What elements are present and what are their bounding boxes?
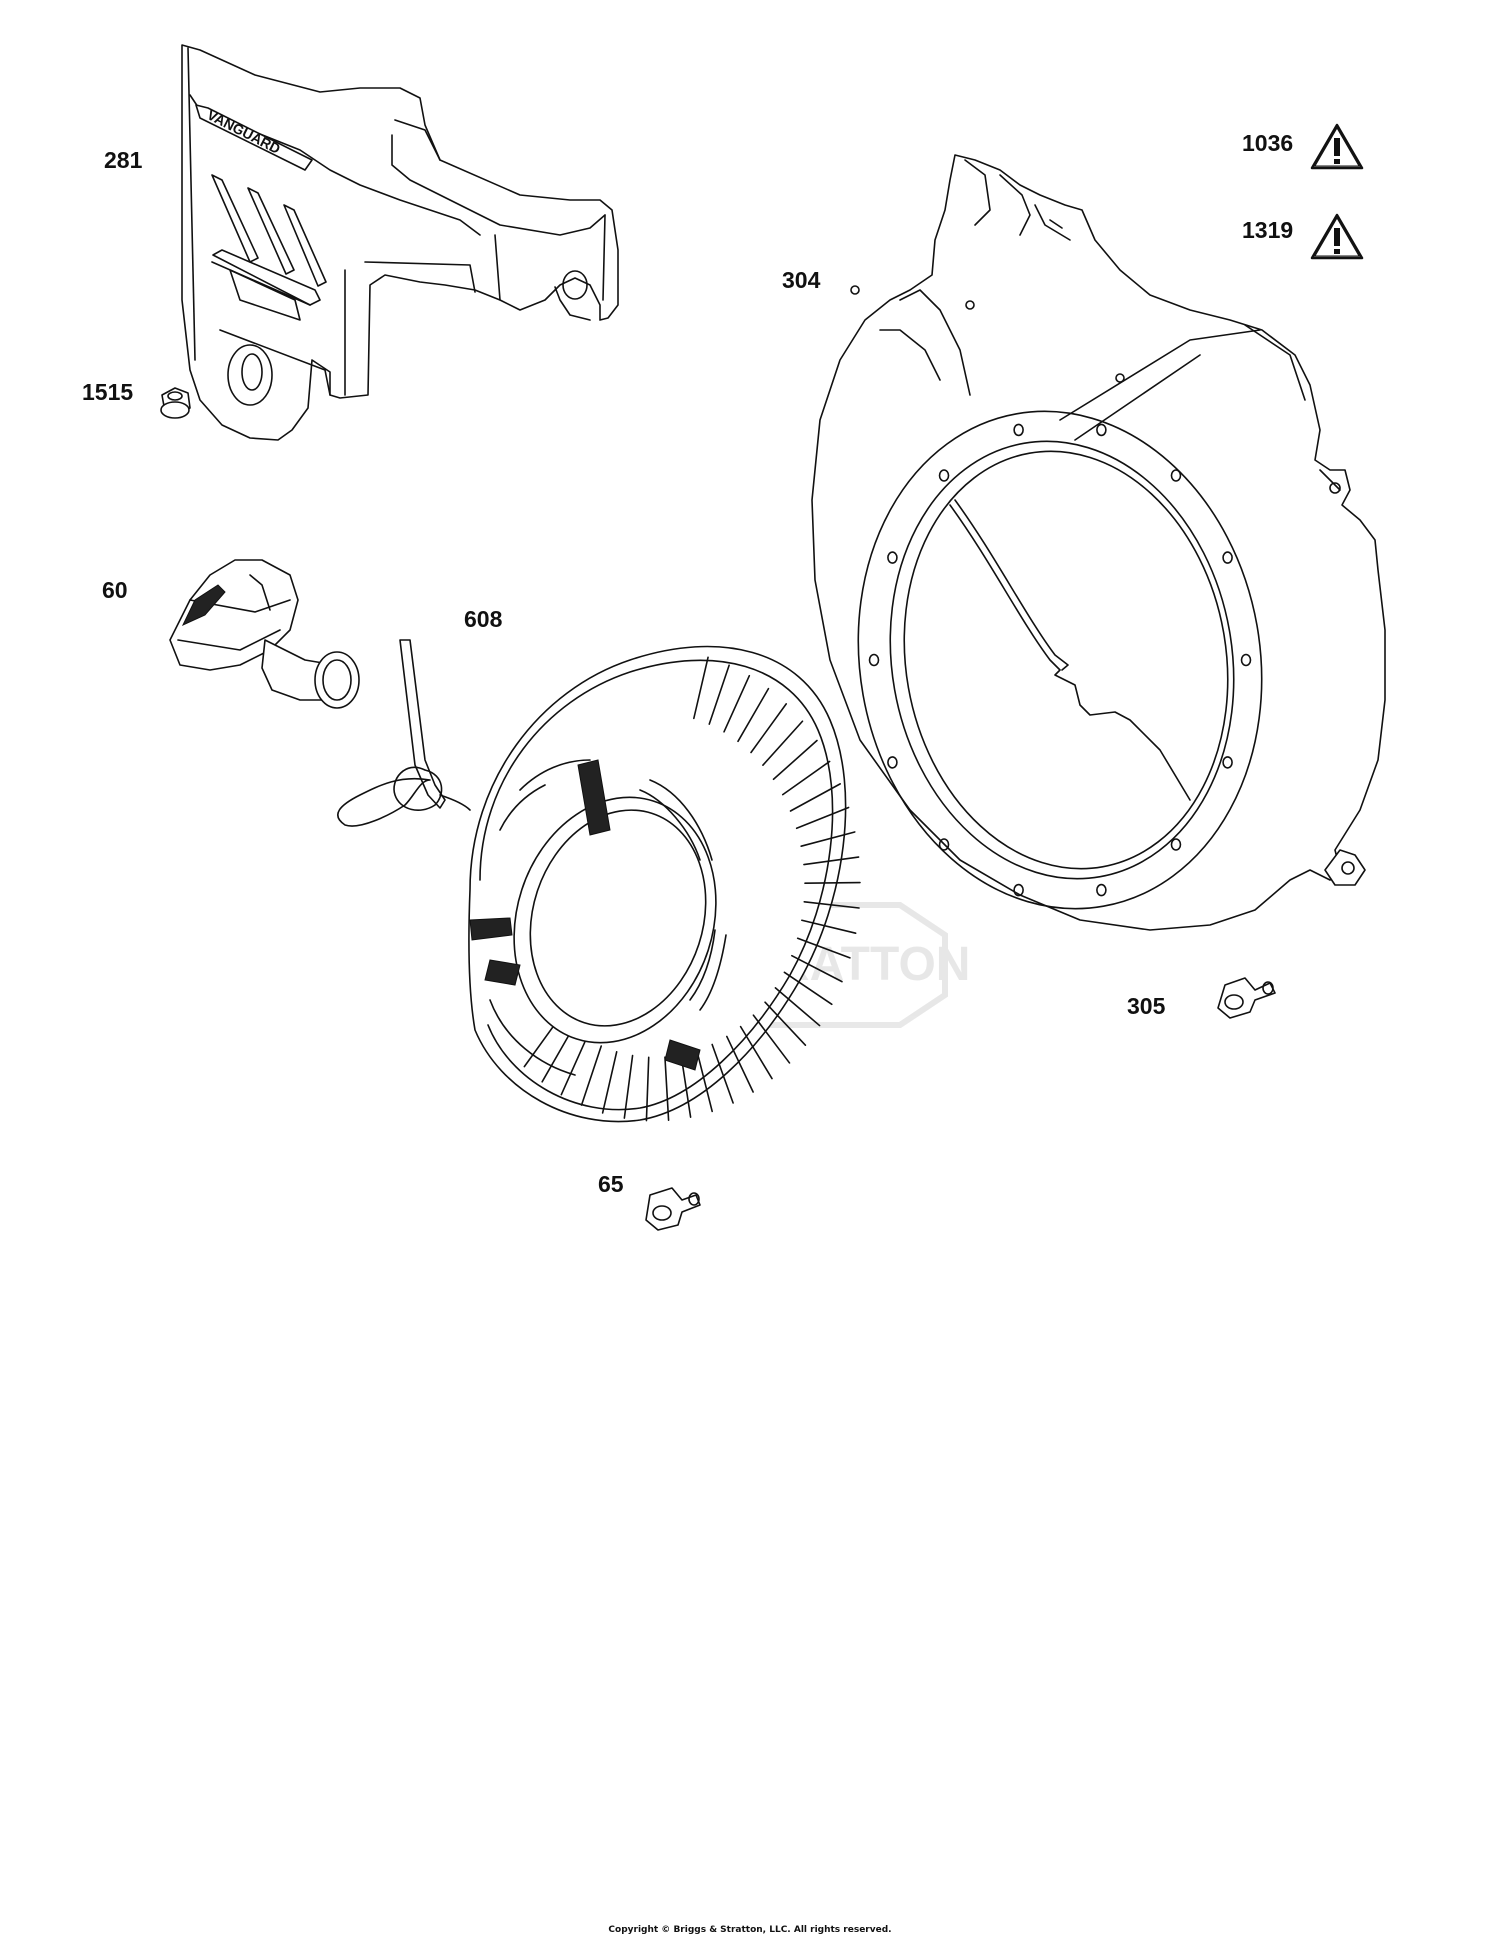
part-281-guard: VANGUARD <box>181 44 619 441</box>
part-1515-flange-nut <box>160 387 191 419</box>
vent-slot <box>737 687 770 743</box>
vent-slot <box>723 674 751 733</box>
vent-slot <box>801 919 857 935</box>
starter-vent-slots <box>523 656 861 1122</box>
vent-slot <box>789 783 841 812</box>
copyright-footer: Copyright © Briggs & Stratton, LLC. All … <box>608 1925 892 1935</box>
bolt-hole <box>1170 469 1182 482</box>
part-304-blower-housing <box>811 154 1386 931</box>
bolt-hole <box>1013 423 1024 437</box>
vent-slot <box>791 954 843 983</box>
vent-slot <box>803 856 860 866</box>
vent-slot <box>804 881 861 884</box>
part-label-1319: 1319 <box>1242 217 1294 243</box>
part-label-65: 65 <box>598 1171 624 1197</box>
part-label-304: 304 <box>782 267 821 293</box>
vent-slot <box>774 987 821 1027</box>
vent-slot <box>739 1025 773 1080</box>
part-label-1036: 1036 <box>1242 130 1294 156</box>
bolt-hole <box>1240 653 1252 667</box>
vent-slot <box>772 739 818 781</box>
housing-bolt-holes <box>868 423 1252 897</box>
bolt-hole <box>1096 883 1107 897</box>
vent-slot <box>783 971 833 1006</box>
starter-rope <box>337 639 471 827</box>
part-label-281: 281 <box>104 147 143 173</box>
vent-slot <box>726 1035 754 1093</box>
part-65-bolt <box>645 1187 701 1231</box>
vent-slot <box>752 1014 791 1064</box>
part-label-1515: 1515 <box>82 379 134 405</box>
vent-slot <box>803 901 860 909</box>
warning-triangle-icon <box>1310 213 1364 260</box>
part-label-305: 305 <box>1127 993 1166 1019</box>
part-label-608: 608 <box>464 606 503 632</box>
vent-slot <box>800 831 856 847</box>
bolt-hole <box>1013 883 1024 897</box>
vent-slot <box>541 1028 574 1083</box>
vent-slot <box>711 1043 734 1104</box>
bolt-hole <box>868 653 880 667</box>
vent-slot <box>795 806 850 830</box>
bolt-hole <box>1222 756 1233 769</box>
vent-slot <box>601 1050 618 1114</box>
vent-slot <box>623 1054 634 1119</box>
warning-triangle-icon <box>1310 123 1364 170</box>
bolt-hole <box>887 551 898 564</box>
vent-slot <box>560 1037 588 1096</box>
vent-slot <box>645 1056 650 1122</box>
bolt-hole <box>938 469 950 482</box>
bolt-hole <box>1222 551 1233 564</box>
part-305-bolt <box>1217 977 1276 1019</box>
part-608-recoil-starter <box>468 645 861 1123</box>
bolt-hole <box>938 838 950 851</box>
bolt-hole <box>1096 423 1107 437</box>
vent-slot <box>764 1001 807 1046</box>
vent-slot <box>796 937 851 959</box>
bolt-hole <box>887 756 898 769</box>
vent-slot <box>580 1045 603 1106</box>
vent-slot <box>693 656 709 720</box>
vent-slot <box>781 760 831 796</box>
bolt-hole <box>1170 838 1182 851</box>
vent-slot <box>708 664 730 725</box>
vent-slot <box>664 1056 670 1122</box>
vent-slot <box>696 1049 713 1113</box>
vent-slot <box>762 720 804 766</box>
part-60-rope-handle <box>169 559 360 709</box>
part-label-60: 60 <box>102 577 128 603</box>
vent-slot <box>750 703 788 754</box>
